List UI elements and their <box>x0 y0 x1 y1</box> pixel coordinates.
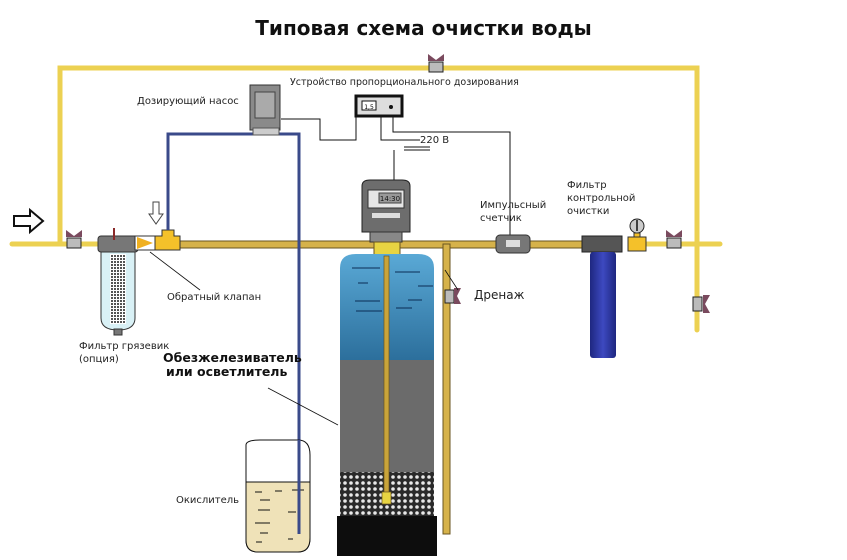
label-proportional-dosing-device: Устройство пропорционального дозирования <box>290 77 519 88</box>
label-mud-filter-2: (опция) <box>79 354 119 365</box>
control-valve-head: 14:30 <box>361 179 411 243</box>
inlet-arrow-icon <box>13 207 45 235</box>
control-wires <box>281 114 511 236</box>
label-control-filter-1: Фильтр <box>567 180 607 191</box>
deironer-tank <box>337 241 437 556</box>
pressure-gauge-icon <box>627 218 647 252</box>
label-deironer-1: Обезжелезиватель <box>163 350 302 365</box>
label-deironer-2: или осветлитель <box>166 364 288 379</box>
pulse-meter <box>495 222 531 254</box>
proportional-dosing-device: 1,5 <box>354 94 404 118</box>
oxidizer-container <box>245 439 311 553</box>
outlet-drain-valve-icon <box>692 295 710 313</box>
mud-filter <box>97 228 139 336</box>
label-pulse-meter-2: счетчик <box>480 213 522 224</box>
control-filter <box>581 235 623 358</box>
check-valve <box>134 229 181 251</box>
inlet-valve-icon <box>66 230 82 249</box>
bypass-valve-icon <box>428 54 444 73</box>
controller-display: 14:30 <box>380 195 400 203</box>
outlet-valve-icon <box>666 230 682 249</box>
label-oxidizer: Окислитель <box>176 495 240 506</box>
label-voltage: 220 В <box>420 135 450 146</box>
injection-arrow-icon <box>148 201 164 225</box>
drain-valve-icon <box>444 288 461 304</box>
label-pulse-meter-1: Импульсный <box>480 200 547 211</box>
diagram-title: Типовая схема очистки воды <box>255 16 592 40</box>
leader-lines <box>149 251 459 426</box>
label-control-filter-3: очистки <box>567 206 610 217</box>
label-control-filter-2: контрольной <box>567 193 636 204</box>
dosing-display: 1,5 <box>364 104 374 111</box>
label-dosing-pump: Дозирующий насос <box>137 96 239 107</box>
dosing-pump <box>249 84 281 136</box>
label-mud-filter-1: Фильтр грязевик <box>79 341 170 352</box>
dosing-line <box>166 132 301 512</box>
label-check-valve: Обратный клапан <box>167 292 262 303</box>
label-drain: Дренаж <box>474 288 525 302</box>
